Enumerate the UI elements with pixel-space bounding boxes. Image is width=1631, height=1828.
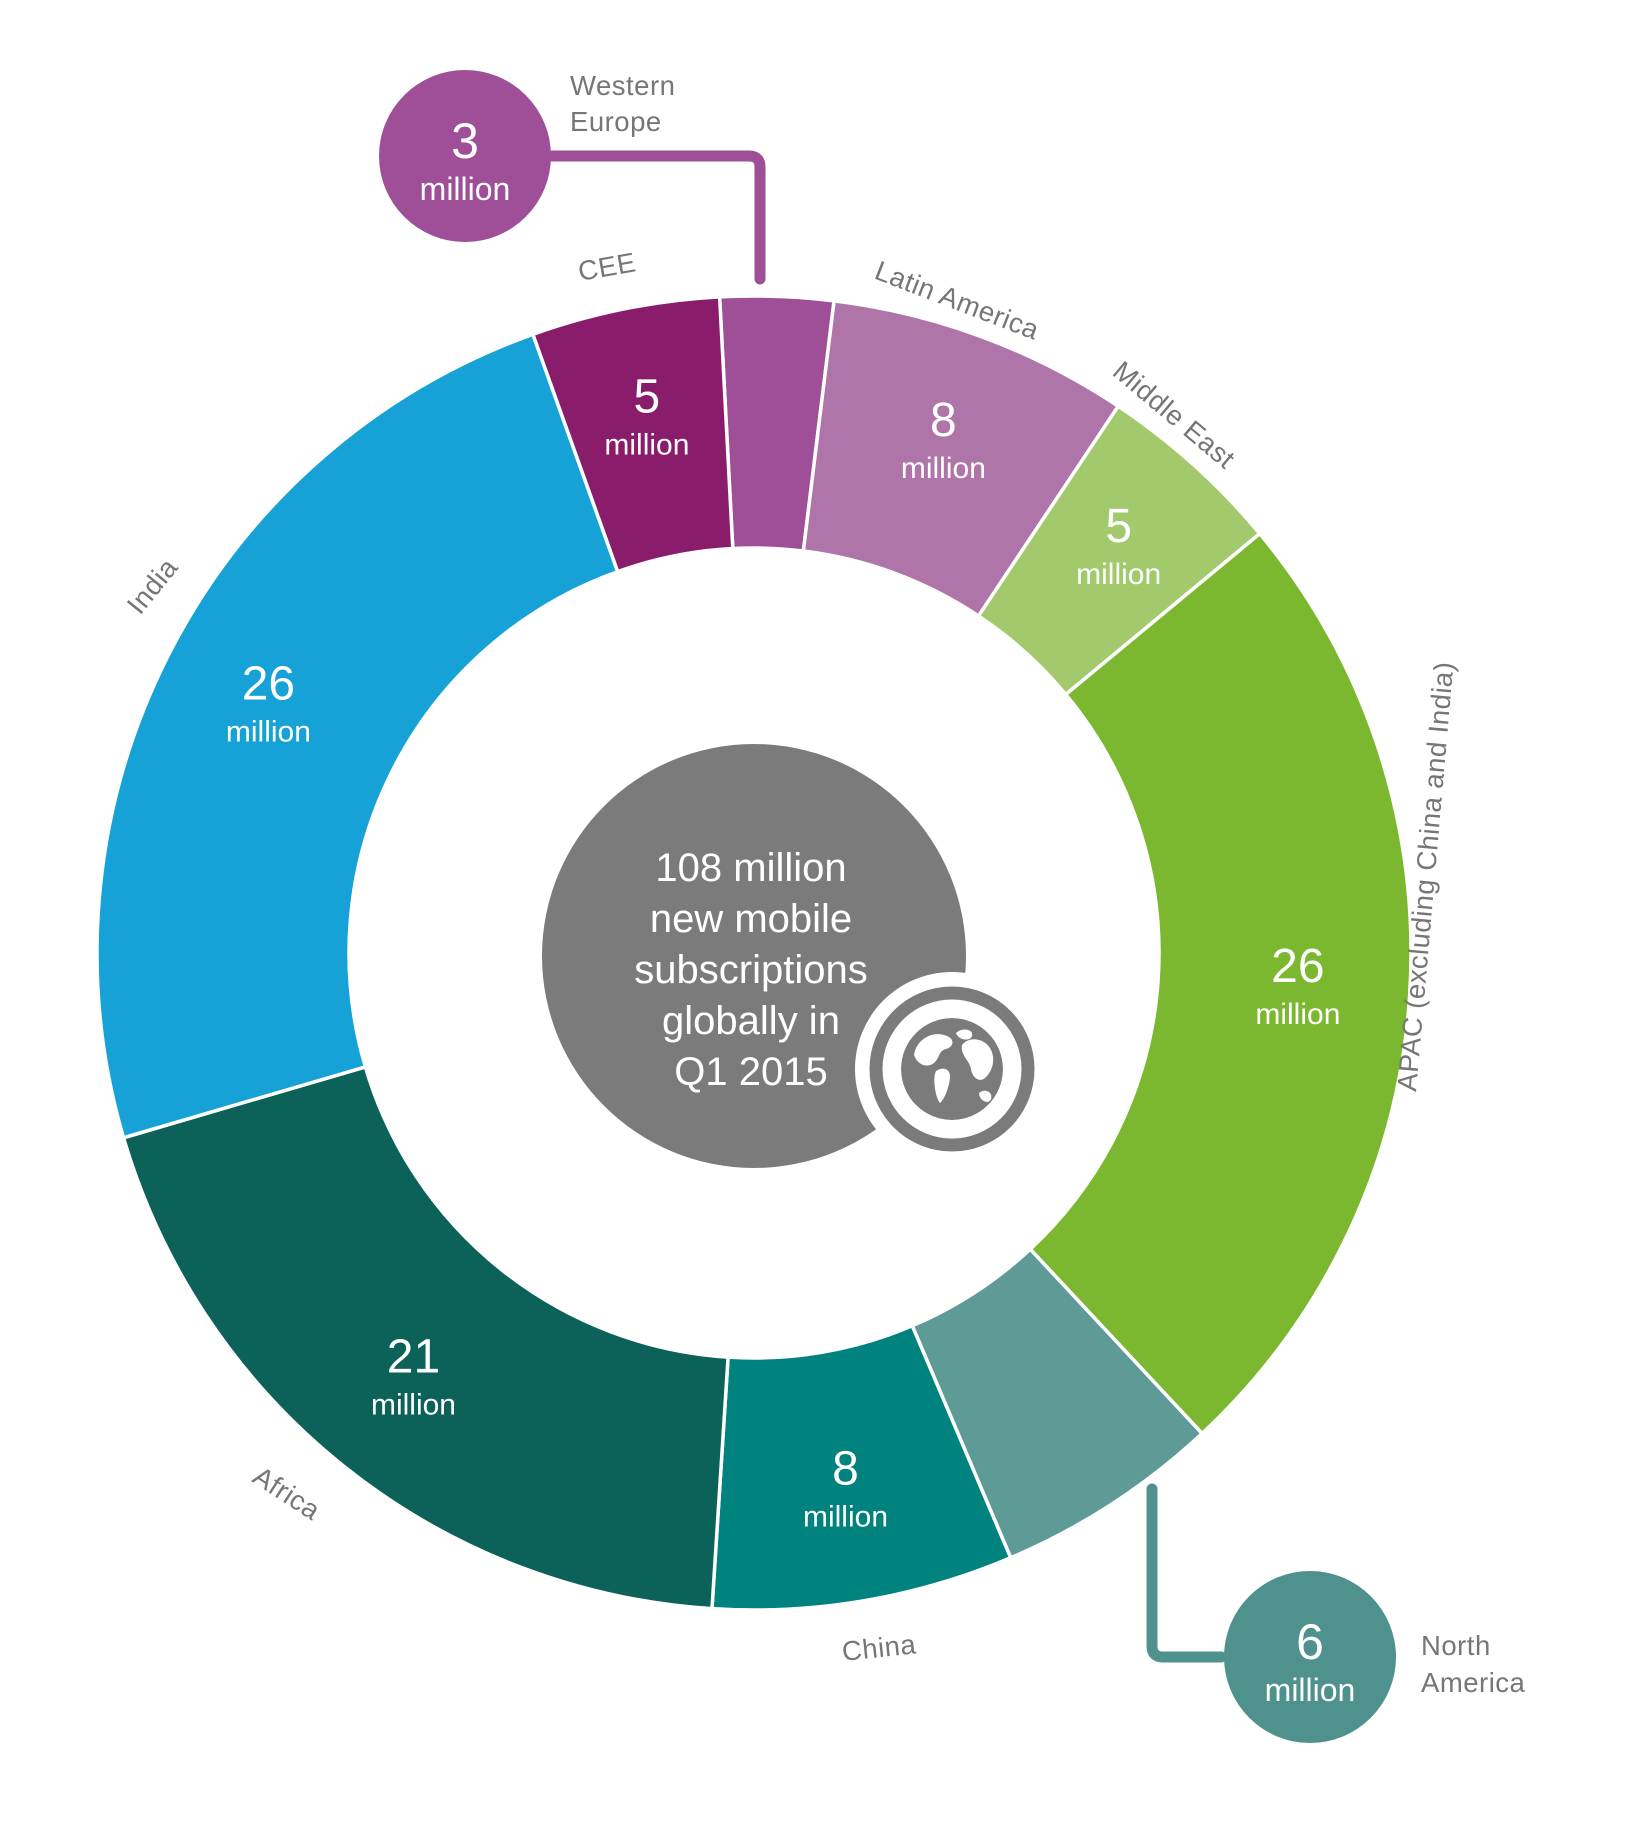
region-label-china: China — [840, 1628, 917, 1667]
segment-unit-latin-america: million — [901, 452, 986, 485]
segment-unit-india: million — [226, 716, 311, 749]
segment-unit-china: million — [803, 1500, 888, 1533]
segment-apac — [1028, 531, 1413, 1436]
callout-value-north-america: 6 — [1296, 1614, 1324, 1670]
callout-connector-north-america — [1146, 1483, 1227, 1663]
center-text-line: subscriptions — [634, 948, 867, 992]
callout-unit-western-europe: million — [420, 171, 511, 207]
center-text-line: globally in — [662, 999, 840, 1043]
region-label-cee: CEE — [576, 246, 639, 287]
globe-sphere — [901, 1018, 1003, 1120]
segment-cee — [531, 295, 735, 574]
region-label-text-africa: Africa — [248, 1460, 327, 1526]
callout-connector-western-europe — [546, 150, 766, 285]
callout-bubble-north-america — [1224, 1571, 1396, 1743]
region-label-text-cee: CEE — [576, 246, 639, 287]
segment-unit-apac: million — [1255, 998, 1340, 1031]
globe-landmass — [979, 1090, 992, 1102]
segment-india — [95, 332, 620, 1140]
region-label-text-india: India — [121, 552, 184, 620]
segment-africa — [121, 1065, 730, 1611]
segment-value-china: 8 — [832, 1442, 859, 1495]
center-text-line: Q1 2015 — [674, 1050, 827, 1094]
segment-value-latin-america: 8 — [930, 394, 957, 447]
globe-icon — [855, 972, 1049, 1166]
segment-value-africa: 21 — [387, 1331, 440, 1384]
region-label-text-china: China — [840, 1628, 917, 1667]
globe-landmass — [934, 1068, 951, 1103]
region-label-africa: Africa — [248, 1460, 327, 1526]
segment-value-apac: 26 — [1271, 940, 1324, 993]
globe-landmass — [961, 1039, 994, 1080]
center-text-line: new mobile — [650, 897, 852, 941]
segment-unit-cee: million — [604, 429, 689, 462]
segment-value-middle-east: 5 — [1105, 500, 1132, 553]
segment-value-cee: 5 — [634, 371, 661, 424]
segment-unit-africa: million — [371, 1389, 456, 1422]
callout-unit-north-america: million — [1265, 1672, 1356, 1708]
segment-value-india: 26 — [242, 658, 295, 711]
callout-value-western-europe: 3 — [451, 113, 479, 169]
center-text-line: 108 million — [655, 846, 846, 890]
segment-unit-middle-east: million — [1076, 558, 1161, 591]
globe-landmass — [914, 1034, 953, 1066]
region-label-india: India — [121, 552, 184, 620]
globe-landmass — [956, 1029, 973, 1040]
callout-bubble-western-europe — [379, 70, 551, 242]
